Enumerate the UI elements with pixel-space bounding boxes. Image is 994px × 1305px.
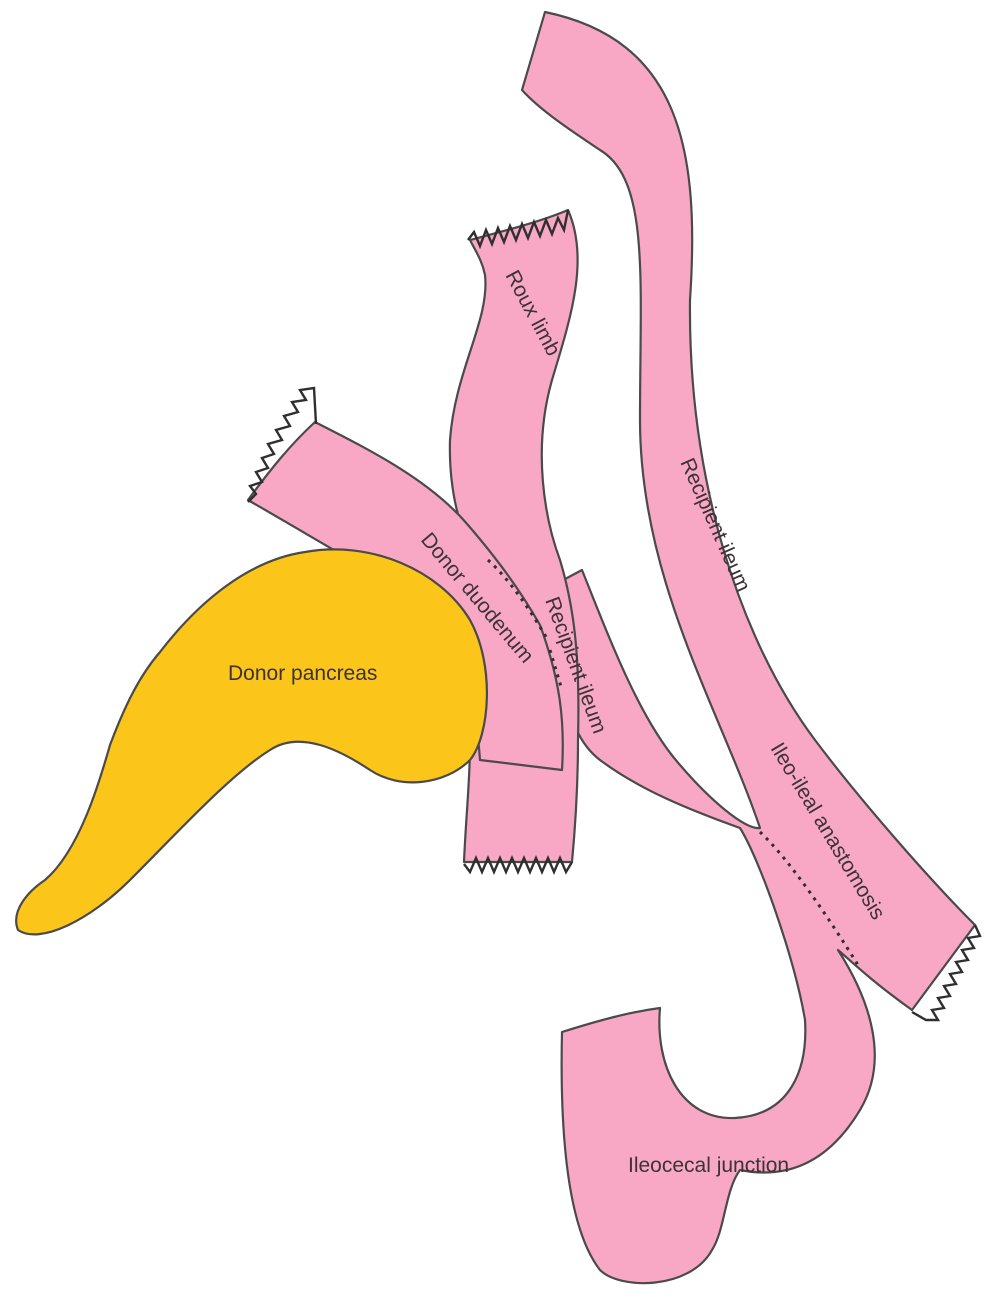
label-ileocecal-junction: Ileocecal junction: [628, 1154, 789, 1177]
donor-pancreas: [16, 549, 487, 934]
label-donor-pancreas: Donor pancreas: [228, 662, 377, 685]
recipient-ileum-continuous-bowel: [522, 12, 975, 1283]
